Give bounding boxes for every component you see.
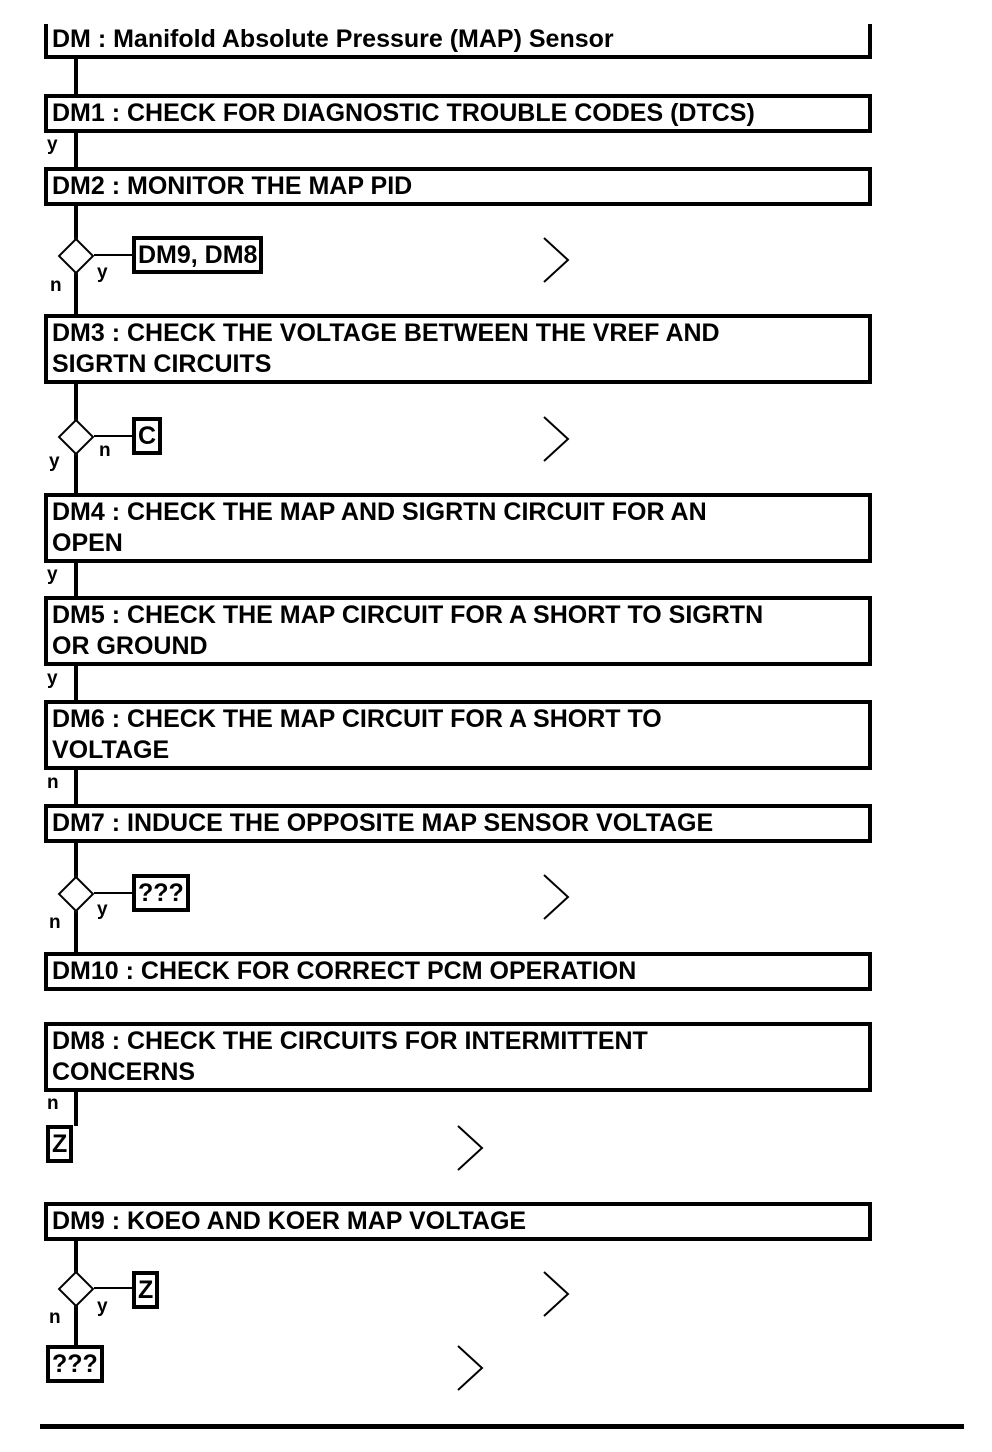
connector-dm6-to-dm7 [74,769,78,805]
connector-dm1-to-dm2 [74,131,78,169]
branch-label-no: n [49,1307,61,1328]
step-dm5: DM5 : CHECK THE MAP CIRCUIT FOR A SHORT … [44,596,872,666]
branch-label-yes: y [97,262,108,283]
step-dm10: DM10 : CHECK FOR CORRECT PCM OPERATION [44,952,872,991]
connector-decision-to-dm3 [74,272,78,316]
branch-label-yes: y [47,564,58,585]
step-dm2: DM2 : MONITOR THE MAP PID [44,167,872,206]
connector-dm8-to-ref [74,1090,78,1126]
step-dm-title: DM : Manifold Absolute Pressure (MAP) Se… [52,25,614,53]
connector-dm-to-dm1 [74,58,78,96]
footer-divider [40,1424,964,1429]
connector-dm7-yes-branch [94,892,134,894]
decision-diamond-dm7 [57,875,95,913]
connector-dm7-to-decision [74,840,78,878]
ref-box-z: Z [132,1271,160,1309]
branch-label-no: n [47,772,59,793]
ref-box-unknown: ??? [132,874,190,912]
connector-decision-to-ref [74,1305,78,1347]
step-dm6: DM6 : CHECK THE MAP CIRCUIT FOR A SHORT … [44,700,872,770]
step-dm8: DM8 : CHECK THE CIRCUITS FOR INTERMITTEN… [44,1022,872,1092]
step-dm7-title: DM7 : INDUCE THE OPPOSITE MAP SENSOR VOL… [52,809,714,837]
ref-box-c: C [132,417,163,455]
connector-dm9-yes-branch [94,1287,134,1289]
branch-label-yes: y [97,899,108,920]
step-dm9-title: DM9 : KOEO AND KOER MAP VOLTAGE [52,1207,527,1235]
chevron-right-icon [543,416,570,462]
connector-decision-to-dm10 [74,910,78,952]
step-dm3-title: DM3 : CHECK THE VOLTAGE BETWEEN THE VREF… [52,319,720,378]
chevron-right-icon [543,874,570,920]
branch-label-yes: y [49,451,60,472]
connector-dm5-to-dm6 [74,665,78,701]
connector-dm4-to-dm5 [74,560,78,596]
step-dm4-title: DM4 : CHECK THE MAP AND SIGRTN CIRCUIT F… [52,498,707,557]
step-dm: DM : Manifold Absolute Pressure (MAP) Se… [44,24,872,59]
step-dm7: DM7 : INDUCE THE OPPOSITE MAP SENSOR VOL… [44,804,872,843]
step-dm2-title: DM2 : MONITOR THE MAP PID [52,172,413,200]
branch-label-no: n [99,440,111,461]
connector-dm2-to-decision [74,204,78,240]
chevron-right-icon [457,1125,484,1171]
connector-dm2-yes-branch [94,254,134,256]
step-dm10-title: DM10 : CHECK FOR CORRECT PCM OPERATION [52,957,637,985]
step-dm3: DM3 : CHECK THE VOLTAGE BETWEEN THE VREF… [44,314,872,384]
branch-label-yes: y [47,134,58,155]
connector-dm3-to-decision [74,383,78,421]
branch-label-no: n [50,275,62,296]
step-dm9: DM9 : KOEO AND KOER MAP VOLTAGE [44,1202,872,1241]
branch-label-no: n [47,1093,59,1114]
step-dm5-title: DM5 : CHECK THE MAP CIRCUIT FOR A SHORT … [52,601,764,660]
step-dm6-title: DM6 : CHECK THE MAP CIRCUIT FOR A SHORT … [52,705,662,764]
ref-box-z: Z [46,1125,74,1163]
chevron-right-icon [457,1345,484,1391]
step-dm8-title: DM8 : CHECK THE CIRCUITS FOR INTERMITTEN… [52,1027,648,1086]
decision-diamond-dm3 [57,418,95,456]
decision-diamond-dm2 [57,237,95,275]
step-dm1-title: DM1 : CHECK FOR DIAGNOSTIC TROUBLE CODES… [52,99,755,127]
connector-dm3-no-branch [94,435,134,437]
step-dm1: DM1 : CHECK FOR DIAGNOSTIC TROUBLE CODES… [44,94,872,133]
chevron-right-icon [543,237,570,283]
branch-label-yes: y [97,1296,108,1317]
step-dm4: DM4 : CHECK THE MAP AND SIGRTN CIRCUIT F… [44,493,872,563]
connector-decision-to-dm4 [74,453,78,493]
connector-dm9-to-decision [74,1237,78,1273]
chevron-right-icon [543,1271,570,1317]
ref-box-dm9-dm8: DM9, DM8 [132,236,264,274]
ref-box-unknown: ??? [46,1345,104,1383]
branch-label-yes: y [47,668,58,689]
branch-label-no: n [49,912,61,933]
decision-diamond-dm9 [57,1270,95,1308]
